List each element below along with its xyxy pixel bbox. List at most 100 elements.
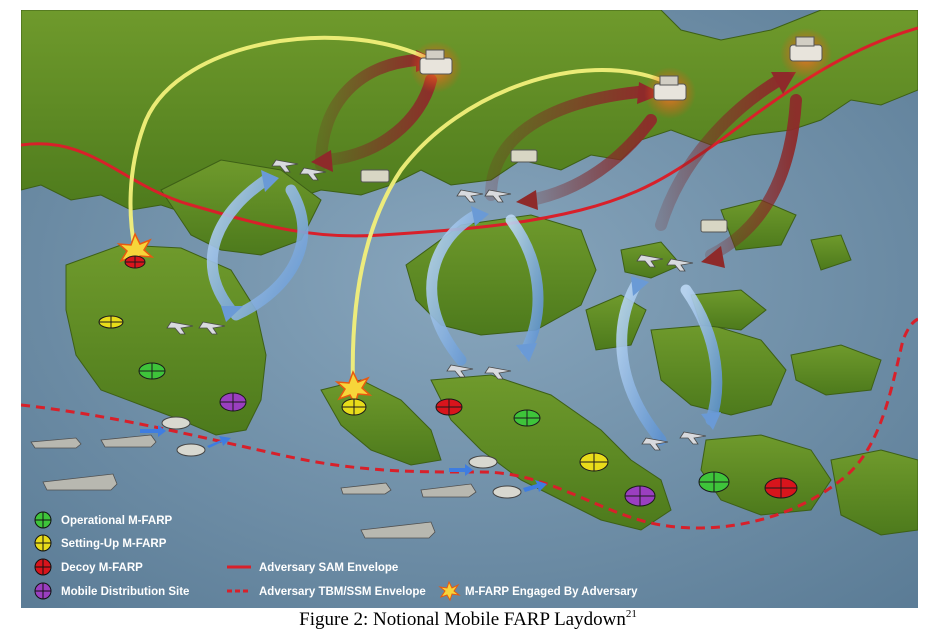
ship-2 [100,434,157,448]
jet-icon [446,364,474,378]
jet-icon [456,189,484,203]
jet-icon [666,258,694,272]
decoy-site-marker[interactable] [124,255,146,269]
hovercraft-icon [492,485,522,499]
blue-arrowhead-2 [221,306,243,322]
operational-site-marker[interactable] [698,471,730,493]
blue-arrowhead-5 [631,276,649,296]
landing-craft-1 [140,416,191,437]
setting-up-site-marker[interactable] [579,452,609,472]
caption-text: Figure 2: Notional Mobile FARP Laydown [299,609,626,630]
blue-arrow-4 [505,214,544,356]
red-arrow-3 [485,86,645,201]
jet-icon [679,431,707,445]
landing-craft-4 [492,480,547,499]
operational-site-marker[interactable] [138,362,166,380]
sam-envelope-line [21,26,918,238]
operational-site-marker[interactable] [513,409,541,427]
ground-vehicles [360,149,728,233]
adversary-launchers [410,28,832,119]
aircraft-pair-2 [456,189,512,203]
blue-arrow-3 [426,209,482,366]
blue-arrowhead-3 [471,206,489,226]
distribution-site-marker[interactable] [219,392,247,412]
purple-crosshair-icon [34,582,52,600]
red-arrowhead-6 [701,246,725,268]
ship-3 [42,473,118,491]
southern-island [430,374,672,531]
friendly-arrowheads [221,170,721,430]
ship-5 [420,483,477,498]
setting-up-site-marker[interactable] [98,315,124,329]
red-arrow-6 [705,94,802,261]
red-arrowhead-2 [311,150,333,172]
decoy-site-marker[interactable] [764,477,798,499]
jet-icon [484,366,512,380]
jet-icon [271,159,299,173]
jet-icon [484,189,512,203]
site-markers[interactable] [98,255,798,507]
red-arrowhead-4 [516,190,538,210]
legend-label: Adversary SAM Envelope [259,562,398,574]
legend-item-setting-up: Setting-Up M-FARP [34,534,167,552]
legend-label: Mobile Distribution Site [61,586,189,598]
red-arrow-4 [525,114,657,206]
blue-arrow-5 [616,279,667,446]
blue-arrowhead-4 [516,343,537,362]
blue-arrow-6 [680,284,723,426]
movement-arrow-icon [140,425,166,437]
red-crosshair-icon [34,558,52,576]
launcher-turret [659,75,679,86]
ships [30,434,477,539]
ship-1 [30,437,82,449]
red-arrow-5 [655,76,782,231]
landing-craft [140,416,547,499]
strike-path-1 [128,35,433,252]
blue-arrowhead-6 [701,412,721,430]
explosion-icon [438,580,461,602]
aircraft [166,159,707,451]
launcher-1 [410,41,462,93]
jet-icon [641,437,669,451]
hovercraft-icon [161,416,191,430]
launcher-body [419,57,453,75]
caption-footnote: 21 [625,608,637,620]
red-arrowhead-5 [771,72,796,94]
aircraft-pair-1 [271,159,327,181]
distribution-site-marker[interactable] [624,485,656,507]
ship-4 [340,482,392,495]
jet-icon [166,321,194,335]
figure-caption: Figure 2: Notional Mobile FARP Laydown21 [0,608,936,632]
red-arrow-1 [315,54,422,171]
landing-craft-3 [449,455,498,476]
launcher-body [653,83,687,101]
setting-up-site-marker[interactable] [341,398,367,416]
hovercraft-icon [176,443,206,457]
vehicle-3 [700,219,728,233]
decoy-site-marker[interactable] [435,398,463,416]
jet-icon [198,321,226,335]
launcher-body [789,44,823,62]
vehicle-2 [510,149,538,163]
red-arrow-2 [320,74,437,166]
launcher-3 [780,28,832,80]
blue-arrow-2 [230,184,309,321]
blue-arrowhead-1 [261,170,279,192]
legend-label: Setting-Up M-FARP [61,538,167,550]
tbm-envelope-line [21,317,918,530]
yellow-crosshair-icon [34,534,52,552]
movement-arrow-icon [449,464,473,476]
launcher-turret [795,36,815,47]
legend-item-sam: Adversary SAM Envelope [227,562,398,574]
movement-arrow-icon [207,436,231,448]
vehicle-1 [360,169,390,183]
legend-item-distribution: Mobile Distribution Site [34,582,189,600]
legend-item-engaged: M-FARP Engaged By Adversary [438,580,638,602]
legend-label: Decoy M-FARP [61,562,143,574]
ship-6 [360,521,436,539]
launcher-2 [644,67,696,119]
landing-craft-2 [176,436,231,457]
aircraft-pair-6 [641,431,707,451]
